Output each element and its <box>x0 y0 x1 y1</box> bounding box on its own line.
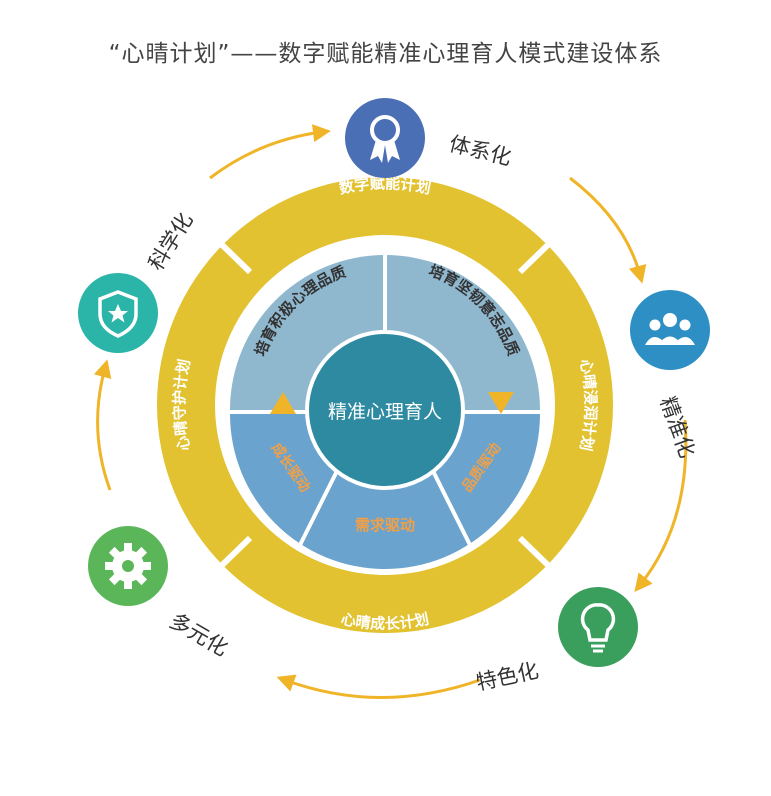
feature-circle <box>630 290 710 370</box>
inner-separator <box>428 464 472 546</box>
feature-precise: 精准化 <box>630 290 710 461</box>
outer-cycle-arrows <box>93 124 688 699</box>
feature-systematic: 体系化 <box>345 98 514 178</box>
feature-label: 精准化 <box>655 394 699 461</box>
arrow-arc-bottom <box>276 674 481 699</box>
arrow-arc-left <box>93 359 112 491</box>
up-arrow-icon <box>270 392 296 414</box>
feature-circle <box>558 587 638 667</box>
award-ribbon-icon <box>370 115 400 163</box>
feature-distinctive: 特色化 <box>474 587 638 695</box>
feature-label: 多元化 <box>166 609 233 661</box>
shield-star-icon <box>98 290 138 338</box>
feature-label: 特色化 <box>474 658 541 695</box>
people-group-icon <box>645 313 695 345</box>
arrow-arc-right <box>634 419 688 593</box>
ring-separator <box>517 535 558 575</box>
page-title: “心晴计划”——数字赋能精准心理育人模式建设体系 <box>108 41 663 67</box>
feature-label: 科学化 <box>144 209 198 275</box>
feature-label: 体系化 <box>447 132 514 171</box>
ring-label-bottom: 心晴成长计划 <box>340 610 431 633</box>
inner-label-bottom-middle: 需求驱动 <box>355 516 415 534</box>
ring-separator <box>517 235 558 275</box>
gear-icon <box>105 543 151 589</box>
arrow-arc-top-right <box>569 176 647 284</box>
ring-separator <box>212 535 253 575</box>
inner-separator <box>298 464 342 546</box>
down-arrow-icon <box>488 392 514 414</box>
ring-separator <box>212 235 253 275</box>
arrow-arc-top-left <box>209 124 331 180</box>
center-circle <box>305 330 465 490</box>
feature-circle <box>345 98 425 178</box>
lightbulb-icon <box>580 603 616 653</box>
center-label: 精准心理育人 <box>328 401 442 423</box>
